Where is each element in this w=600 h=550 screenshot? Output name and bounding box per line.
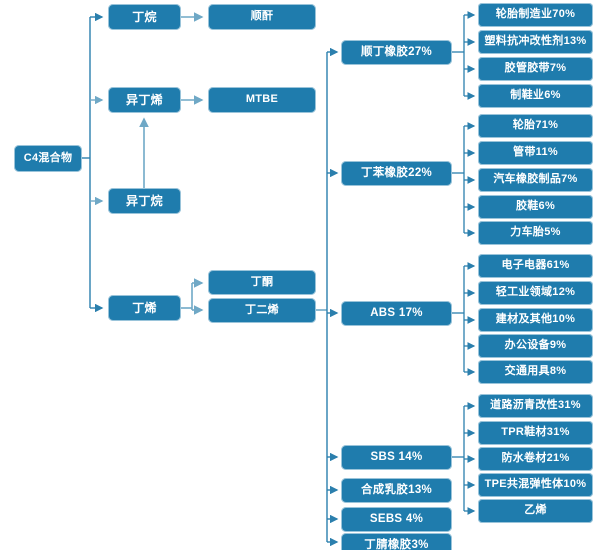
node-label: SBS 14% — [370, 451, 423, 464]
node-label: 合成乳胶13% — [360, 484, 433, 497]
node-use-tpe-blend-elastomer[interactable]: TPE共混弹性体10% — [478, 473, 593, 497]
node-label: C4混合物 — [23, 151, 73, 164]
node-label: 建材及其他10% — [495, 313, 576, 326]
node-use-tire-manufacturing[interactable]: 轮胎制造业70% — [478, 3, 593, 27]
node-label: 轮胎71% — [512, 119, 559, 132]
node-label: 异丁烷 — [126, 193, 163, 208]
node-label: 丁腈橡胶3% — [364, 539, 429, 550]
node-use-office-equipment[interactable]: 办公设备9% — [478, 334, 593, 358]
node-use-hose-belt[interactable]: 胶管胶带7% — [478, 57, 593, 81]
node-label: 丁烷 — [132, 9, 157, 24]
node-use-tire[interactable]: 轮胎71% — [478, 114, 593, 138]
node-isobutylene[interactable]: 异丁烯 — [108, 87, 181, 113]
node-label: 异丁烯 — [126, 92, 163, 107]
node-label: 胶鞋6% — [515, 200, 556, 213]
node-label: 防水卷材21% — [501, 452, 570, 465]
node-label: 丁二烯 — [245, 303, 279, 316]
node-use-rubber-shoes[interactable]: 胶鞋6% — [478, 195, 593, 219]
node-label: 制鞋业6% — [510, 89, 561, 102]
node-use-light-industry[interactable]: 轻工业领域12% — [478, 281, 593, 305]
node-label: 办公设备9% — [504, 339, 567, 352]
node-label: MTBE — [245, 93, 279, 106]
node-use-electronics[interactable]: 电子电器61% — [478, 254, 593, 278]
node-label: 顺丁橡胶27% — [360, 46, 433, 59]
node-use-waterproof-membrane[interactable]: 防水卷材21% — [478, 447, 593, 471]
node-product-polybutadiene-rubber[interactable]: 顺丁橡胶27% — [341, 40, 452, 65]
node-label: 力车胎5% — [510, 226, 561, 239]
node-product-synthetic-latex[interactable]: 合成乳胶13% — [341, 478, 452, 503]
node-use-road-asphalt-modification[interactable]: 道路沥青改性31% — [478, 394, 593, 418]
node-use-auto-rubber-products[interactable]: 汽车橡胶制品7% — [478, 168, 593, 192]
node-label: SEBS 4% — [369, 513, 424, 526]
node-label: 乙烯 — [524, 504, 547, 517]
node-label: 电子电器61% — [501, 259, 570, 272]
node-isobutane[interactable]: 异丁烷 — [108, 188, 181, 214]
node-label: 汽车橡胶制品7% — [493, 173, 578, 186]
node-label: 轮胎制造业70% — [495, 8, 576, 21]
node-label: 轻工业领域12% — [495, 286, 576, 299]
node-butadiene[interactable]: 丁二烯 — [208, 298, 316, 323]
node-label: 顺酐 — [250, 10, 274, 23]
node-label: ABS 17% — [370, 307, 423, 320]
node-butane[interactable]: 丁烷 — [108, 4, 181, 30]
node-use-tpr-shoe-material[interactable]: TPR鞋材31% — [478, 421, 593, 445]
node-use-shoemaking[interactable]: 制鞋业6% — [478, 84, 593, 108]
node-product-nitrile-rubber[interactable]: 丁腈橡胶3% — [341, 533, 452, 550]
node-use-cart-tire[interactable]: 力车胎5% — [478, 221, 593, 245]
node-product-sbr[interactable]: 丁苯橡胶22% — [341, 161, 452, 186]
node-label: 道路沥青改性31% — [490, 399, 581, 412]
node-label: 丁苯橡胶22% — [360, 167, 433, 180]
node-label: 交通用具8% — [504, 365, 567, 378]
node-label: 管带11% — [513, 146, 558, 159]
node-label: 丁酮 — [250, 275, 274, 288]
node-label: TPE共混弹性体10% — [484, 478, 587, 491]
node-mek[interactable]: 丁酮 — [208, 270, 316, 295]
node-use-ethylene[interactable]: 乙烯 — [478, 499, 593, 523]
node-use-plastic-impact-modifier[interactable]: 塑料抗冲改性剂13% — [478, 30, 593, 54]
node-butene[interactable]: 丁烯 — [108, 295, 181, 321]
node-label: 胶管胶带7% — [504, 62, 567, 75]
node-use-pipe-belt[interactable]: 管带11% — [478, 141, 593, 165]
node-product-sebs[interactable]: SEBS 4% — [341, 507, 452, 532]
node-product-abs[interactable]: ABS 17% — [341, 301, 452, 326]
node-label: TPR鞋材31% — [501, 426, 570, 439]
node-mtbe[interactable]: MTBE — [208, 87, 316, 113]
node-maleic-anhydride[interactable]: 顺酐 — [208, 4, 316, 30]
node-root[interactable]: C4混合物 — [14, 145, 82, 172]
node-label: 丁烯 — [132, 300, 157, 315]
node-label: 塑料抗冲改性剂13% — [484, 35, 587, 48]
node-product-sbs[interactable]: SBS 14% — [341, 445, 452, 470]
node-use-transport-tools[interactable]: 交通用具8% — [478, 360, 593, 384]
node-use-building-materials[interactable]: 建材及其他10% — [478, 308, 593, 332]
